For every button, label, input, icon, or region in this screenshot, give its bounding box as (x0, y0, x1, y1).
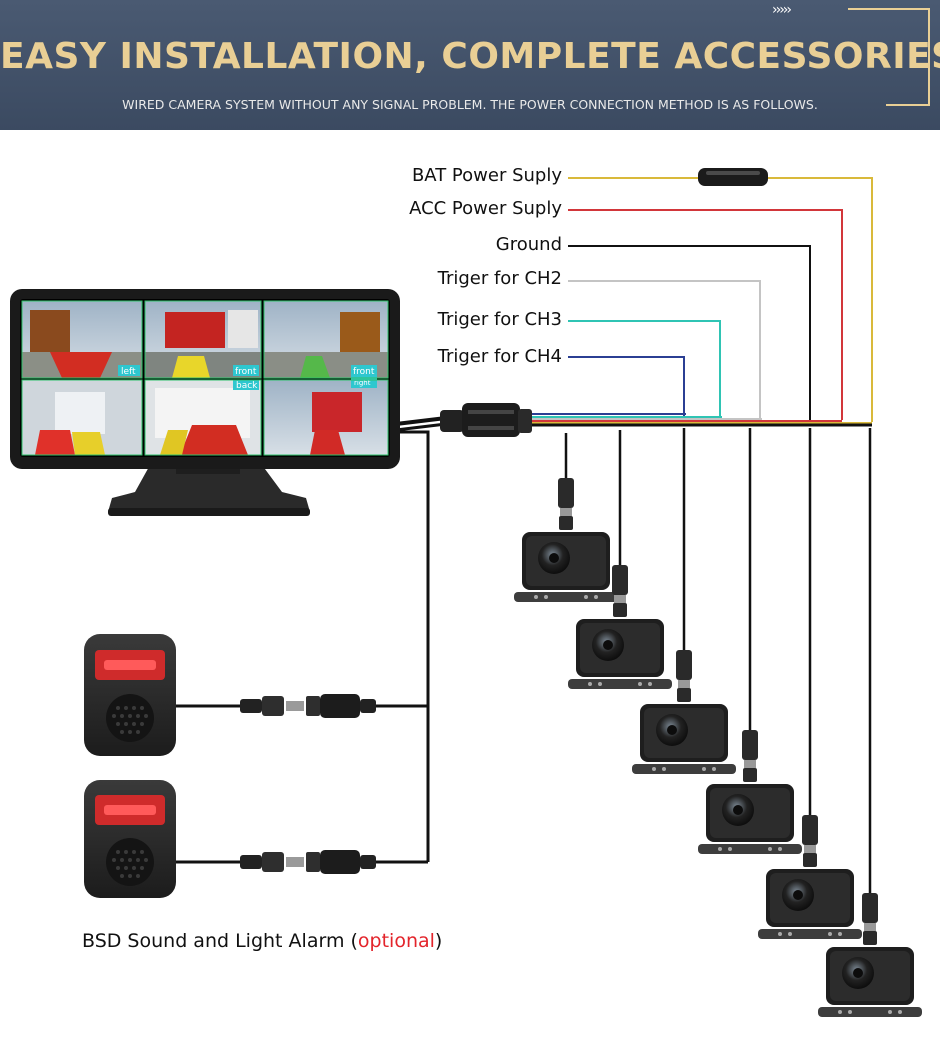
camera-5 (758, 815, 862, 939)
gold-frame-right (928, 8, 930, 106)
wire-label-trigger-ch3: Triger for CH3 (437, 309, 562, 330)
wire-label-bat-power: BAT Power Suply (411, 165, 562, 186)
banner-title: EASY INSTALLATION, COMPLETE ACCESSORIES (0, 36, 940, 77)
wire-bat-2 (766, 177, 873, 422)
camera-4 (698, 730, 802, 854)
header-banner: ››››› EASY INSTALLATION, COMPLETE ACCESS… (0, 0, 940, 130)
wire-label-acc-power: ACC Power Suply (409, 198, 562, 219)
bsd-alarm-1 (84, 634, 176, 756)
camera-3 (632, 650, 736, 774)
wire-ch3 (568, 320, 721, 418)
wire-acc (568, 209, 843, 420)
monitor: left front front back right (10, 289, 400, 516)
chevron-decoration: ››››› (772, 2, 792, 18)
alarm-connector-2 (240, 850, 376, 874)
gold-frame-bottom (886, 104, 930, 106)
banner-subtitle: WIRED CAMERA SYSTEM WITHOUT ANY SIGNAL P… (122, 97, 818, 112)
wire-label-ground: Ground (495, 234, 562, 255)
main-harness-connector (395, 403, 532, 437)
camera-2 (568, 565, 672, 689)
wire-ground (568, 245, 811, 420)
tile-label-back: back (236, 381, 258, 391)
alarm-cables (176, 430, 430, 864)
camera-1 (514, 478, 618, 602)
wiring-diagram: left front front back right (10, 168, 922, 1017)
caption-text: BSD Sound and Light Alarm ( (82, 930, 358, 952)
fuse-holder (698, 168, 768, 186)
tile-label-left: left (121, 367, 136, 377)
camera-cable-drops (564, 428, 872, 893)
gold-frame-top (848, 8, 930, 10)
wire-ch4 (568, 356, 685, 416)
camera-6 (818, 893, 922, 1017)
wire-label-trigger-ch2: Triger for CH2 (437, 268, 562, 289)
bsd-alarm-2 (84, 780, 176, 898)
tile-label-front-2: front (353, 367, 375, 377)
alarm-caption: BSD Sound and Light Alarm (optional) (82, 930, 442, 952)
tile-label-right: right (354, 379, 371, 387)
wire-label-trigger-ch4: Triger for CH4 (437, 346, 562, 367)
wire-ch2 (568, 280, 761, 418)
wire-lines (530, 177, 873, 427)
tile-label-front-1: front (235, 367, 257, 377)
alarm-connector-1 (240, 694, 376, 718)
caption-optional: optional (357, 930, 435, 952)
caption-close: ) (434, 930, 443, 952)
